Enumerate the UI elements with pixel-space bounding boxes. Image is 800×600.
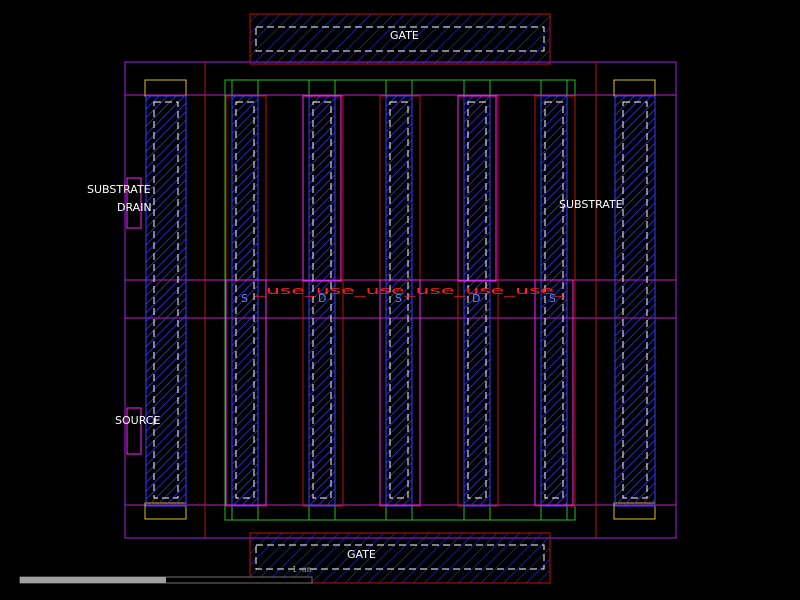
source-label: SOURCE <box>115 414 160 427</box>
gate-bar-top[interactable] <box>249 13 551 65</box>
well-region <box>379 279 421 506</box>
substrate-rail-right[interactable] <box>614 95 656 507</box>
gate-label-bottom: GATE <box>347 548 376 561</box>
drain-pin[interactable] <box>126 177 142 229</box>
substrate-rail-left[interactable] <box>145 95 187 507</box>
gate-bar-bottom[interactable] <box>249 532 551 584</box>
source-pin[interactable] <box>126 407 142 455</box>
finger-label-d1: D <box>318 292 326 305</box>
substrate-cap <box>144 79 187 97</box>
finger-source-1[interactable] <box>225 79 267 521</box>
finger-source-3[interactable] <box>534 79 576 521</box>
overlap-text: _use_use_use_use_use_use_ <box>253 284 566 297</box>
finger-label-s2: S <box>395 292 402 305</box>
finger-drain-1[interactable] <box>302 79 344 521</box>
horizontal-scrollbar[interactable] <box>19 576 313 584</box>
finger-label-s3: S <box>549 292 556 305</box>
scale-label: 1 um <box>292 565 311 574</box>
scrollbar-thumb[interactable] <box>20 577 166 583</box>
well-region <box>225 279 267 506</box>
substrate-cap <box>613 79 656 97</box>
finger-drain-2[interactable] <box>457 79 499 521</box>
drain-label: DRAIN <box>117 201 152 214</box>
finger-source-2[interactable] <box>379 79 421 521</box>
finger-label-s1: S <box>241 292 248 305</box>
finger-label-d2: D <box>472 292 480 305</box>
gate-label-top: GATE <box>390 29 419 42</box>
substrate-label-left: SUBSTRATE <box>87 183 151 196</box>
substrate-label-right: SUBSTRATE <box>559 198 623 211</box>
